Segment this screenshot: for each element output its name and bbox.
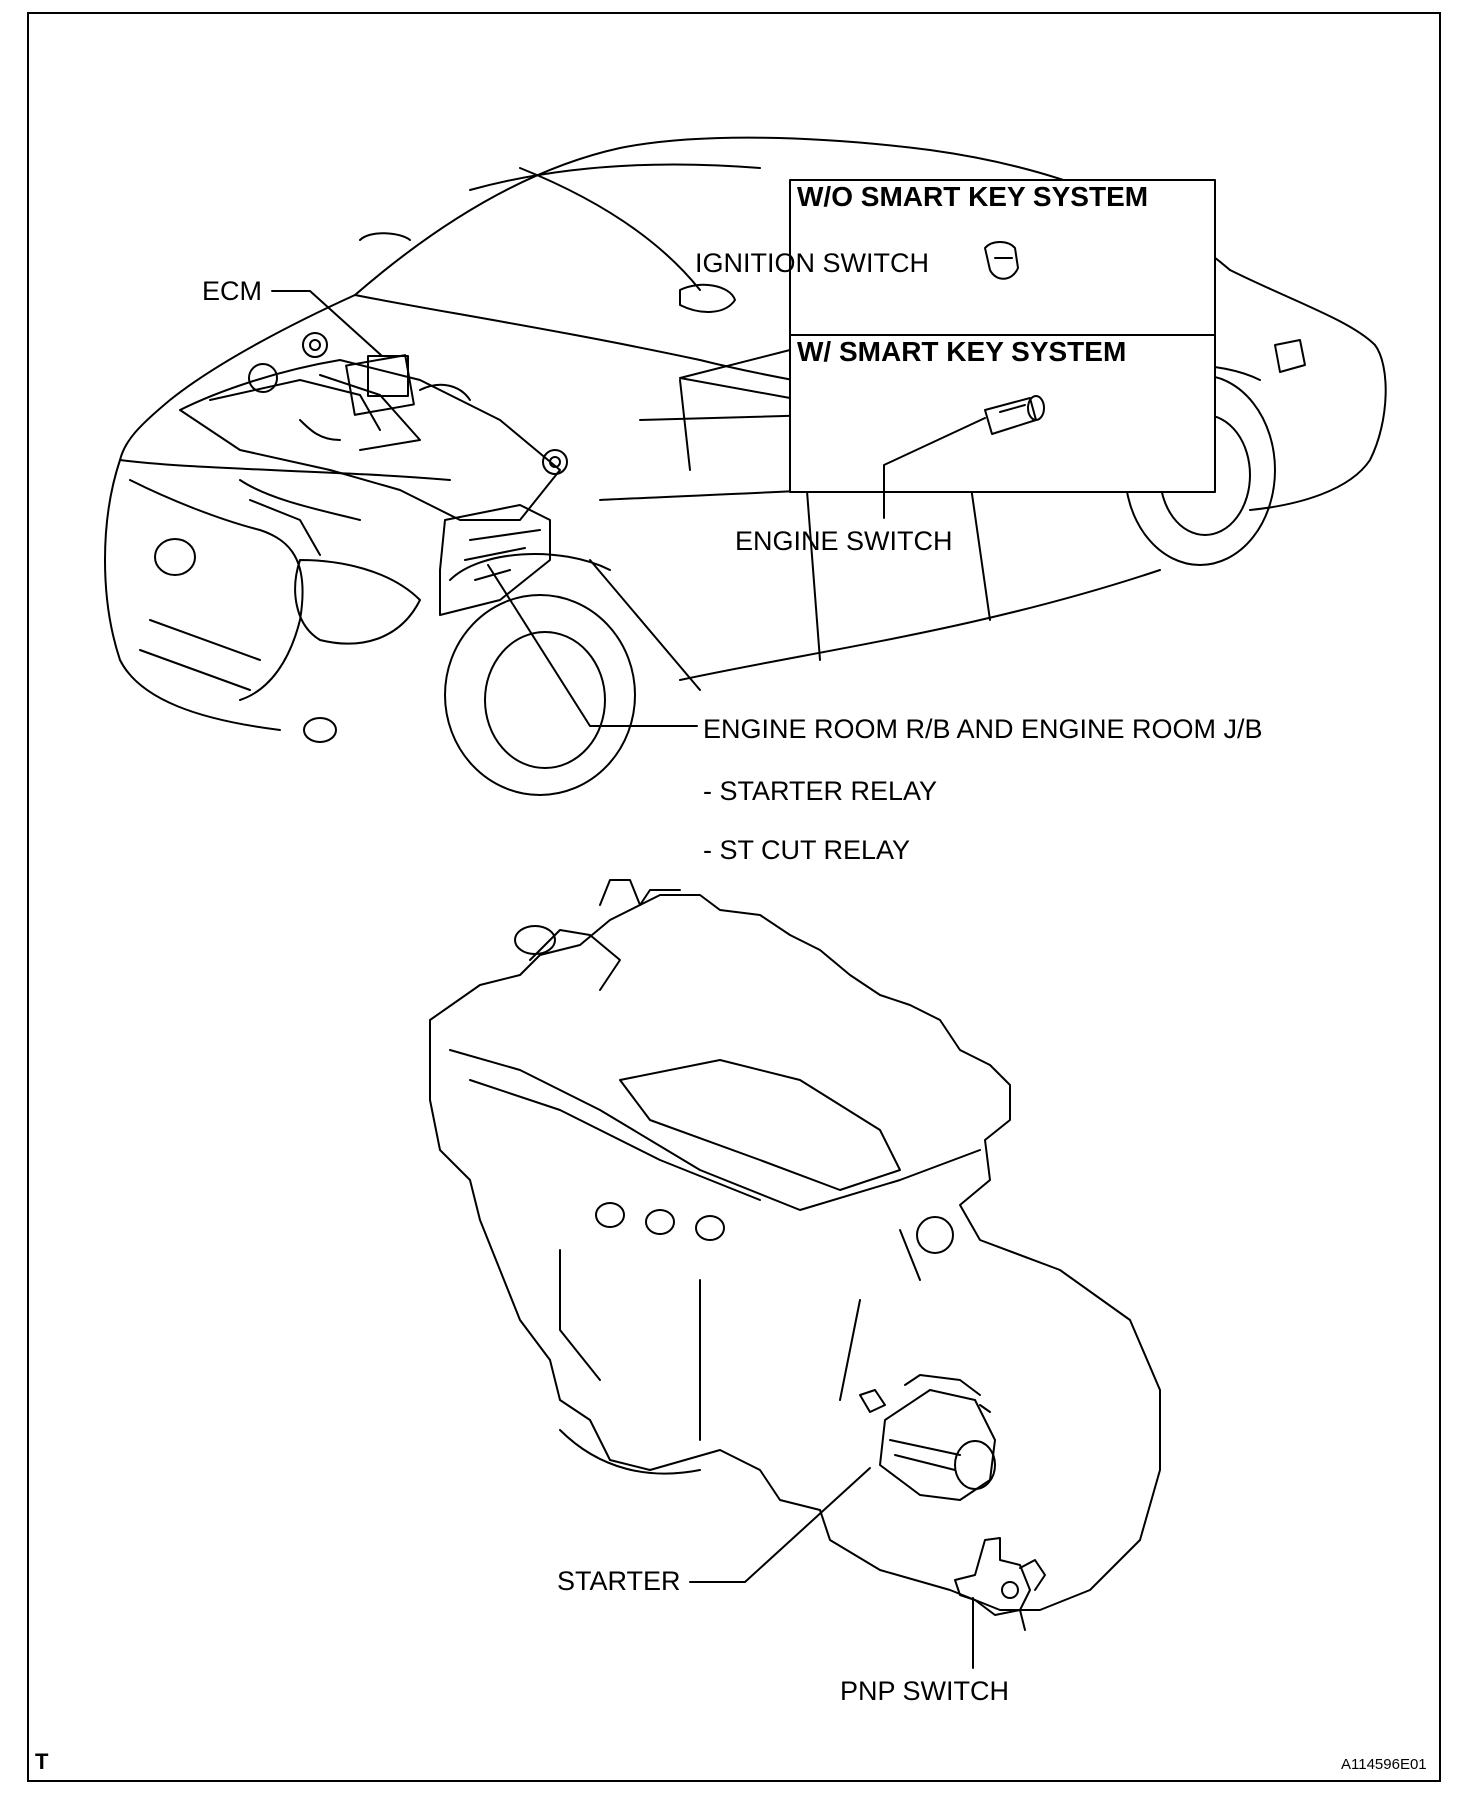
starter-relay-label: - STARTER RELAY	[703, 776, 938, 806]
ignition-switch-label: IGNITION SWITCH	[695, 248, 929, 278]
engine-leader-lines	[689, 1467, 974, 1669]
st-cut-relay-label: - ST CUT RELAY	[703, 835, 911, 865]
wo-smart-key-header: W/O SMART KEY SYSTEM	[797, 181, 1149, 212]
pnp-switch-label: PNP SWITCH	[840, 1676, 1010, 1706]
engine-switch-label: ENGINE SWITCH	[735, 526, 953, 556]
smart-key-inset	[789, 179, 1216, 519]
engine-bay	[179, 332, 568, 616]
corner-mark: T	[35, 1749, 49, 1774]
ecm-label: ECM	[202, 276, 262, 306]
figure-id: A114596E01	[1341, 1756, 1427, 1773]
w-smart-key-header: W/ SMART KEY SYSTEM	[797, 336, 1127, 367]
engine-room-label: ENGINE ROOM R/B AND ENGINE ROOM J/B	[703, 714, 1263, 744]
starter-motor	[859, 1374, 996, 1501]
callout-wedge	[679, 349, 791, 399]
diagram-frame	[27, 12, 1441, 1782]
starter-label: STARTER	[557, 1566, 681, 1596]
pnp-switch	[954, 1537, 1046, 1631]
engine-illustration	[429, 879, 1161, 1611]
